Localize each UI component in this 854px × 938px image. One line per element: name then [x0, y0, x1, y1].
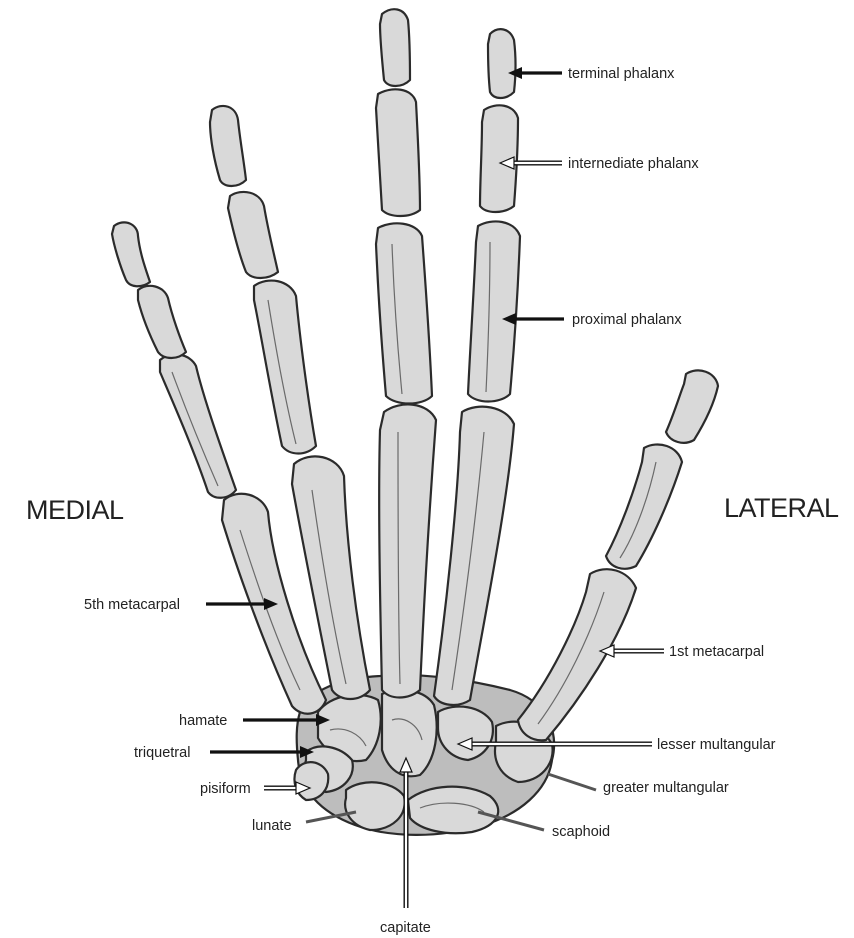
pisiform-label: pisiform — [200, 781, 251, 797]
medial-label: MEDIAL — [26, 495, 124, 525]
lunate-label: lunate — [252, 818, 292, 834]
proximal-phalanx-label: proximal phalanx — [572, 312, 682, 328]
capitate-bone — [382, 690, 437, 776]
scaphoid-bone — [408, 787, 498, 834]
lateral-label: LATERAL — [724, 493, 839, 523]
lunate-bone — [345, 782, 404, 830]
triquetral-label: triquetral — [134, 745, 190, 761]
carpal-bones — [294, 675, 554, 835]
greater-multangular-pointer — [548, 774, 596, 790]
little-finger-distal — [112, 222, 150, 286]
terminal-phalanx-label: terminal phalanx — [568, 66, 675, 82]
middle-finger-proximal — [376, 223, 432, 403]
index-finger-proximal — [468, 221, 520, 401]
pisiform-bone — [294, 762, 328, 800]
ring-finger-distal — [210, 106, 246, 186]
index-finger-distal — [488, 29, 516, 98]
third-metacarpal-bone — [379, 404, 436, 697]
middle-finger-distal — [380, 9, 410, 86]
hamate-label: hamate — [179, 713, 227, 729]
ring-finger-proximal — [254, 281, 316, 454]
capitate-label: capitate — [380, 920, 431, 936]
scaphoid-label: scaphoid — [552, 824, 610, 840]
greater-multangular-label: greater multangular — [603, 780, 729, 796]
fifth-metacarpal-label: 5th metacarpal — [84, 597, 180, 613]
ring-finger-middle — [228, 192, 278, 278]
little-finger-proximal — [160, 354, 236, 497]
intermediate-phalanx-label: internediate phalanx — [568, 156, 699, 172]
middle-finger-middle — [376, 89, 420, 216]
second-metacarpal-bone — [434, 407, 514, 705]
thumb-distal — [666, 370, 718, 442]
first-metacarpal-label: 1st metacarpal — [669, 644, 764, 660]
lesser-multangular-label: lesser multangular — [657, 737, 776, 753]
little-finger-middle — [138, 286, 186, 358]
first-metacarpal-bone — [518, 569, 636, 740]
